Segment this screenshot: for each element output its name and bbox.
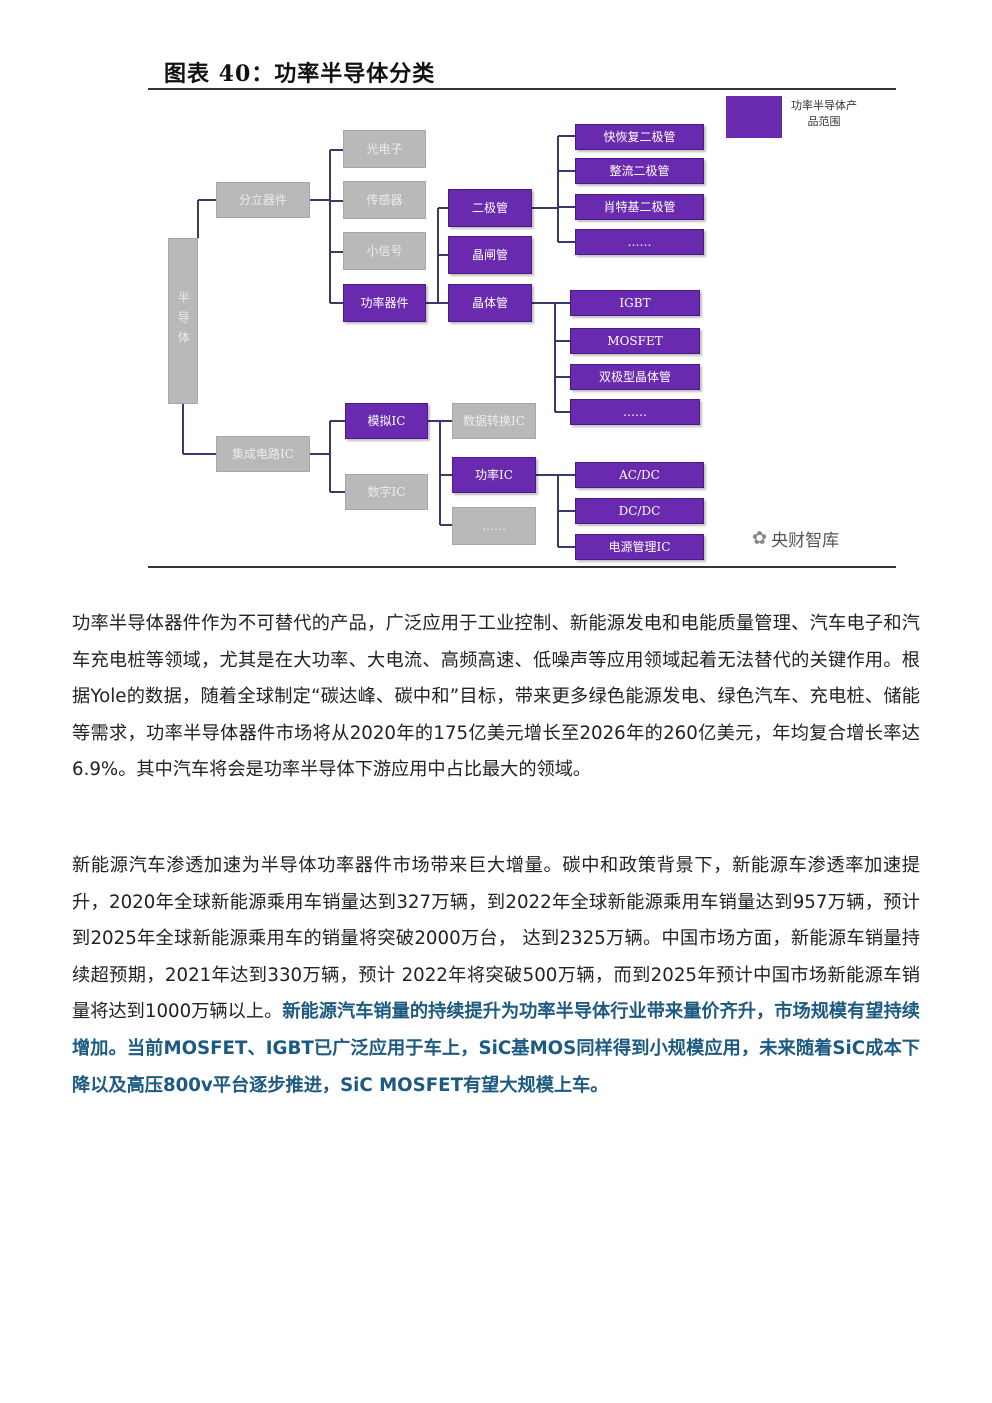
legend-swatch xyxy=(726,96,782,138)
node-transistor: 晶体管 xyxy=(448,284,532,322)
node-schottky-diode: 肖特基二极管 xyxy=(575,194,704,220)
node-igbt: IGBT xyxy=(570,290,700,316)
node-optoelectronics: 光电子 xyxy=(343,130,426,168)
node-rectifier-diode: 整流二极管 xyxy=(575,158,704,184)
node-mosfet: MOSFET xyxy=(570,328,700,354)
watermark-text: 央财智库 xyxy=(771,531,840,551)
figure-title: 图表 40：功率半导体分类 xyxy=(164,61,436,87)
node-bipolar-transistor: 双极型晶体管 xyxy=(570,364,700,390)
node-power-ic: 功率IC xyxy=(452,457,536,493)
node-power-devices: 功率器件 xyxy=(343,284,426,322)
node-power-management-ic: 电源管理IC xyxy=(575,534,704,560)
node-analog-more: …… xyxy=(452,507,536,545)
figure-bottom-rule xyxy=(148,566,896,568)
node-small-signal: 小信号 xyxy=(343,232,426,270)
node-fast-recovery-diode: 快恢复二极管 xyxy=(575,124,704,150)
node-digital-ic: 数字IC xyxy=(345,474,428,510)
paragraph-ev-text: 新能源汽车渗透加速为半导体功率器件市场带来巨大增量。碳中和政策背景下，新能源车渗… xyxy=(72,855,920,1023)
node-ac-dc: AC/DC xyxy=(575,462,704,488)
node-integrated-circuit: 集成电路IC xyxy=(216,436,310,472)
node-discrete-devices: 分立器件 xyxy=(216,182,310,218)
node-semiconductor: 半导体 xyxy=(168,238,198,404)
watermark: ✿ 央财智库 xyxy=(752,526,839,551)
node-transistor-more: …… xyxy=(570,399,700,425)
connector-lines xyxy=(182,135,575,548)
figure-top-rule xyxy=(148,88,896,90)
wechat-icon: ✿ xyxy=(752,528,768,549)
node-dc-dc: DC/DC xyxy=(575,498,704,524)
node-data-converter-ic: 数据转换IC xyxy=(452,403,536,439)
node-thyristor: 晶闸管 xyxy=(448,236,532,274)
node-diode-more: …… xyxy=(575,229,704,255)
node-diode: 二极管 xyxy=(448,189,532,227)
node-sensors: 传感器 xyxy=(343,181,426,219)
node-analog-ic: 模拟IC xyxy=(345,403,428,439)
legend-label: 功率半导体产品范围 xyxy=(791,99,857,128)
paragraph-ev-highlight: 新能源汽车销量的持续提升为功率半导体行业带来量价齐升，市场规模有望持续增加。当前… xyxy=(72,1001,920,1096)
paragraph-market-overview: 功率半导体器件作为不可替代的产品，广泛应用于工业控制、新能源发电和电能质量管理、… xyxy=(72,613,920,781)
power-semiconductor-classification-diagram: 半导体 分立器件 集成电路IC 光电子 传感器 小信号 功率器件 二极管 晶闸管… xyxy=(0,0,992,580)
paragraph-ev-penetration: 新能源汽车渗透加速为半导体功率器件市场带来巨大增量。碳中和政策背景下，新能源车渗… xyxy=(72,848,920,1104)
